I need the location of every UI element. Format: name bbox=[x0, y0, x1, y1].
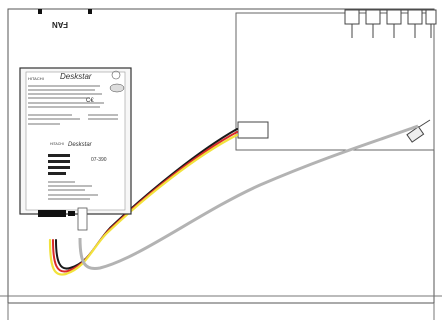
drive-model-top: Deskstar bbox=[60, 72, 92, 81]
drive-jumper bbox=[68, 211, 75, 216]
fcc-logo-icon bbox=[109, 83, 125, 93]
gray-signal-cable bbox=[78, 124, 419, 271]
drive-power-connector bbox=[38, 210, 66, 217]
drive-brand-bottom: HITACHI bbox=[50, 142, 64, 146]
drive-data-plug bbox=[77, 207, 88, 231]
cert-icon bbox=[111, 70, 121, 80]
barcode bbox=[48, 154, 70, 175]
drive-label bbox=[25, 71, 126, 211]
rear-connectors bbox=[344, 9, 437, 38]
ce-mark: C€ bbox=[86, 98, 94, 104]
power-cable-bundle bbox=[48, 128, 239, 276]
drive-model-bottom: Deskstar bbox=[68, 142, 93, 148]
label-text-lines-bottom bbox=[48, 181, 98, 200]
gray-cable-plug bbox=[406, 119, 431, 143]
power-header bbox=[237, 121, 269, 139]
mainboard-block bbox=[235, 12, 435, 151]
fan-label: FAN bbox=[52, 20, 68, 29]
fan-mark-right bbox=[88, 9, 92, 14]
label-text-lines-top bbox=[28, 85, 118, 125]
drive-brand-top: HITACHI bbox=[28, 76, 44, 81]
fan-mark-left bbox=[38, 9, 42, 14]
drive-capacity: 07-390 bbox=[91, 157, 107, 163]
